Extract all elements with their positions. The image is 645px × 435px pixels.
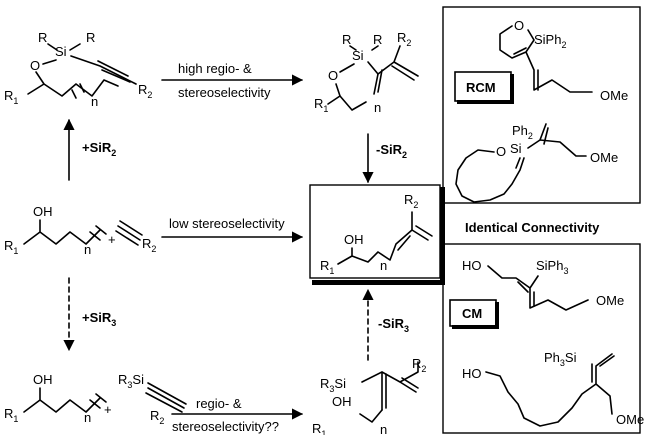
n-label: n bbox=[84, 242, 91, 257]
plus-label: + bbox=[108, 232, 116, 247]
siph3-label: SiPh3 bbox=[536, 258, 568, 276]
arrow-bottom-label: regio- & bbox=[196, 396, 242, 411]
si-label: Si bbox=[510, 141, 522, 156]
rcm-panel: RCM O SiPh2 OMe Ph2 O Si OMe bbox=[442, 6, 641, 204]
cm-label: CM bbox=[462, 306, 482, 321]
bottom-left-starting-materials: OH R1 n + R3Si R2 bbox=[4, 372, 187, 426]
r-label: R bbox=[38, 30, 47, 45]
rcm-label: RCM bbox=[466, 80, 496, 95]
o-label: O bbox=[496, 144, 506, 159]
r1-label: R1 bbox=[4, 88, 18, 106]
r2-label: R2 bbox=[397, 30, 411, 48]
arrow-middle-label: low stereoselectivity bbox=[169, 216, 285, 231]
o-label: O bbox=[514, 18, 524, 33]
top-center-cyclic-siloxane: R R Si O R1 n R2 bbox=[314, 30, 419, 115]
ome-label: OMe bbox=[600, 88, 628, 103]
o-label: O bbox=[30, 58, 40, 73]
top-left-silyl-ether: R R Si O R1 n R2 bbox=[4, 30, 152, 109]
n-label: n bbox=[380, 422, 387, 435]
si-label: Si bbox=[55, 44, 67, 59]
arrow-up-silylation: +SiR2 bbox=[63, 118, 116, 181]
o-label: O bbox=[328, 68, 338, 83]
ho-label: HO bbox=[462, 258, 482, 273]
n-label: n bbox=[84, 410, 91, 425]
n-label: n bbox=[91, 94, 98, 109]
arrow-top-label: high regio- & bbox=[178, 61, 252, 76]
oh-label: OH bbox=[33, 204, 53, 219]
r-label: R bbox=[373, 32, 382, 47]
r2-label: R2 bbox=[150, 408, 164, 426]
r3si-label: R3Si bbox=[320, 376, 346, 394]
bottom-center-vinylsilane: R3Si OH R1 n R2 bbox=[312, 356, 426, 435]
r3si-label: R3Si bbox=[118, 372, 144, 390]
r-label: R bbox=[86, 30, 95, 45]
n-label: n bbox=[380, 258, 387, 273]
arrow-up-label: +SiR2 bbox=[82, 140, 116, 158]
ho-label: HO bbox=[462, 366, 482, 381]
r-label: R bbox=[342, 32, 351, 47]
cm-molecule-1: HO SiPh3 OMe bbox=[462, 258, 624, 311]
arrow-top-rcm: high regio- & stereoselectivity bbox=[161, 61, 304, 100]
plus-label: + bbox=[104, 402, 112, 417]
si-label: Si bbox=[352, 48, 364, 63]
identical-connectivity-label: Identical Connectivity bbox=[465, 220, 600, 235]
n-label: n bbox=[374, 100, 381, 115]
oh-label: OH bbox=[332, 394, 352, 409]
cm-molecule-2: HO Ph3Si OMe bbox=[462, 350, 644, 427]
r2-label: R2 bbox=[142, 236, 156, 254]
rcm-molecule-2: Ph2 O Si OMe bbox=[455, 123, 618, 203]
target-diene-box: OH R1 n R2 bbox=[309, 184, 445, 285]
arrow-top-label-2: stereoselectivity bbox=[178, 85, 271, 100]
arrow-up-label: -SiR3 bbox=[378, 316, 409, 334]
cm-panel: CM HO SiPh3 OMe HO Ph3Si OMe bbox=[442, 243, 644, 434]
rcm-molecule-1: O SiPh2 OMe bbox=[499, 18, 628, 103]
ph2-label: Ph2 bbox=[512, 123, 533, 141]
r1-label: R1 bbox=[4, 406, 18, 424]
r2-label: R2 bbox=[138, 82, 152, 100]
ph3si-label: Ph3Si bbox=[544, 350, 577, 368]
r1-label: R1 bbox=[314, 96, 328, 114]
arrow-down-silylation: +SiR3 bbox=[63, 277, 116, 352]
r1-label: R1 bbox=[4, 238, 18, 256]
arrow-bottom-cm: regio- & stereoselectivity?? bbox=[171, 396, 304, 434]
arrow-desilylation-down: -SiR2 bbox=[362, 133, 407, 184]
oh-label: OH bbox=[344, 232, 364, 247]
r2-label: R2 bbox=[404, 192, 418, 210]
arrow-bottom-label-2: stereoselectivity?? bbox=[172, 419, 279, 434]
mid-left-starting-materials: OH R1 n + R2 bbox=[4, 204, 156, 257]
arrow-desilylation-up: -SiR3 bbox=[362, 288, 409, 361]
r2-label: R2 bbox=[412, 356, 426, 374]
r1-label: R1 bbox=[320, 258, 334, 276]
ome-label: OMe bbox=[596, 293, 624, 308]
siph2-label: SiPh2 bbox=[534, 32, 566, 50]
ome-label: OMe bbox=[616, 412, 644, 427]
r1-label: R1 bbox=[312, 421, 326, 435]
arrow-down-label: +SiR3 bbox=[82, 310, 116, 328]
arrow-middle-cm: low stereoselectivity bbox=[161, 216, 304, 243]
ome-label: OMe bbox=[590, 150, 618, 165]
oh-label: OH bbox=[33, 372, 53, 387]
arrow-down-label: -SiR2 bbox=[376, 142, 407, 160]
